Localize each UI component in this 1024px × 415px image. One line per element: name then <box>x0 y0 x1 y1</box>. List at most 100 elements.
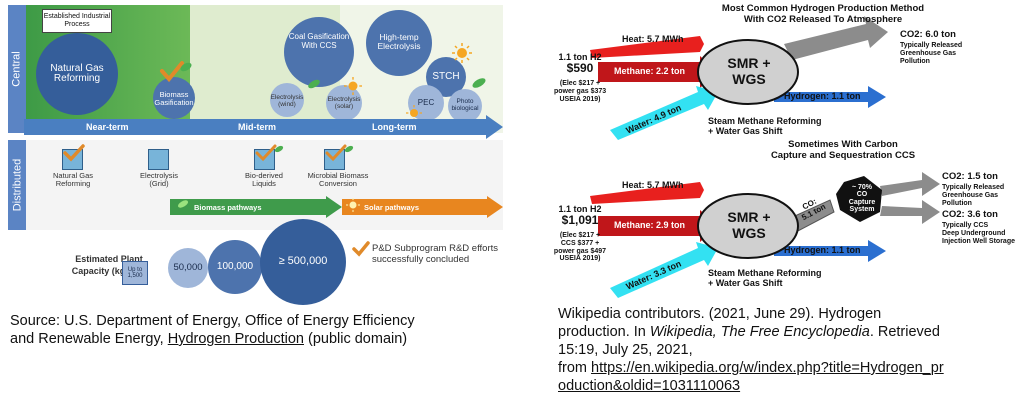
electrolysis-grid-square <box>148 149 169 170</box>
top-cost-label: 1.1 ton H2 $590 <box>558 52 602 76</box>
top-co2-note: Typically Released Greenhouse Gas Pollut… <box>900 42 963 65</box>
top-co2-label: CO2: 6.0 ton <box>900 29 956 40</box>
coal-gasification-label: Coal Gasification With CCS <box>288 32 350 50</box>
checkmark-leaf-icon <box>255 144 284 162</box>
solar-pathways-label: Solar pathways <box>364 203 420 212</box>
right-caption-line2-post: . Retrieved <box>869 324 940 340</box>
sun-icon <box>452 43 472 63</box>
heat-arrow-top <box>590 36 704 58</box>
checkmark-leaf-icon <box>160 61 192 83</box>
bottom-methane-label: Methane: 2.9 ton <box>614 220 686 230</box>
left-caption: Source: U.S. Department of Energy, Offic… <box>10 312 510 348</box>
bottom-hydrogen-label: Hydrogen: 1.1 ton <box>784 245 861 255</box>
right-caption-line1: Wikipedia contributors. (2021, June 29).… <box>558 306 882 322</box>
top-methane-label: Methane: 2.2 ton <box>614 66 686 76</box>
reactor-bottom <box>697 193 799 259</box>
bottom-heat-label: Heat: 5.7 MWh <box>622 180 684 190</box>
electrolysis-grid-label: Electrolysis (Grid) <box>140 171 178 189</box>
dist-ng-reforming-label: Natural Gas Reforming <box>52 171 94 189</box>
wikipedia-smr-figure: Most Common Hydrogen Production Method W… <box>548 0 1024 300</box>
methane-arrow-top <box>598 56 718 88</box>
co2-stored-arrow <box>880 200 940 224</box>
top-cost-note: (Elec $217 + power gas $373 USEIA 2019) <box>554 80 607 103</box>
water-arrow-top <box>610 86 718 140</box>
co2-released-note: Typically Released Greenhouse Gas Pollut… <box>942 184 1005 207</box>
top-hydrogen-label: Hydrogen: 1.1 ton <box>784 91 861 101</box>
smr-diagram-arrows <box>590 16 940 298</box>
bio-liquids-label: Bio-derived Liquids <box>245 171 283 189</box>
distributed-side-label: Distributed <box>8 140 26 230</box>
methane-arrow-bottom <box>598 210 718 242</box>
high-temp-electrolysis-label: High-temp Electrolysis <box>377 32 421 52</box>
sun-icon <box>344 77 362 95</box>
mid-title: Sometimes With Carbon Capture and Seques… <box>770 139 916 161</box>
natural-gas-reforming-circle: Natural Gas Reforming <box>36 33 118 115</box>
co2-stored-note: Typically CCS Deep Underground Injection… <box>942 222 1015 245</box>
co2-stored-label: CO2: 3.6 ton <box>942 209 998 220</box>
biomass-pathway-arrow <box>170 196 342 218</box>
top-reactor-label: SMR + WGS <box>727 55 771 87</box>
capacity-size-1: Up to 1,500 <box>122 261 148 285</box>
capacity-size-4: ≥ 500,000 <box>260 219 346 305</box>
near-term-label: Near-term <box>86 122 129 132</box>
capacity-size-2: 50,000 <box>168 248 208 288</box>
timeline-arrow <box>24 115 503 139</box>
co2-arrow-top <box>784 16 888 60</box>
top-heat-label: Heat: 5.7 MWh <box>622 34 684 44</box>
solar-pathway-arrow <box>342 196 503 218</box>
left-caption-line2-post: (public domain) <box>303 331 408 347</box>
wikipedia-url-link[interactable]: https://en.wikipedia.org/w/index.php?tit… <box>591 360 944 376</box>
leaf-icon <box>308 79 320 89</box>
coal-gasification-circle <box>284 17 354 87</box>
bottom-cost-label: 1.1 ton H2 $1,091 <box>558 204 602 228</box>
water-arrow-bottom <box>610 242 718 298</box>
left-caption-line1: Source: U.S. Department of Energy, Offic… <box>10 313 415 329</box>
photo-biological-label: Photo biological <box>451 98 479 112</box>
bottom-cost-note: (Elec $217 + CCS $377 + power gas $497 U… <box>553 232 607 263</box>
biomass-pathways-label: Biomass pathways <box>194 203 262 212</box>
co2-released-label: CO2: 1.5 ton <box>942 171 998 182</box>
capture-system-label: ~ 70% CO Capture System <box>848 184 876 214</box>
reactor-top <box>697 39 799 105</box>
checkmark-leaf-icon <box>325 144 354 162</box>
left-caption-line2-pre: and Renewable Energy, <box>10 331 168 347</box>
checkmark-icon <box>63 144 85 162</box>
leaf-icon <box>177 200 189 208</box>
hydrogen-production-link[interactable]: Hydrogen Production <box>167 331 304 347</box>
electrolysis-wind-circle <box>270 83 304 117</box>
photo-biological-circle: Photo biological <box>448 89 482 123</box>
sun-icon <box>346 198 360 212</box>
wikipedia-url-link-cont[interactable]: oduction&oldid=1031110063 <box>558 378 741 394</box>
right-caption-line2-pre: production. In <box>558 324 650 340</box>
electrolysis-wind-label: Electrolysis (wind) <box>270 94 304 109</box>
check-note-label: P&D Subprogram R&D efforts successfully … <box>372 243 499 266</box>
hydrogen-arrow-bottom <box>774 240 886 262</box>
established-process-box: Established Industrial Process <box>42 9 112 33</box>
electrolysis-solar-circle <box>326 85 362 121</box>
right-caption-line4-pre: from <box>558 360 592 376</box>
biomass-gasification-circle <box>153 77 195 119</box>
leaf-icon <box>472 78 486 88</box>
pec-label: PEC <box>417 97 435 107</box>
right-caption: Wikipedia contributors. (2021, June 29).… <box>558 305 1020 395</box>
doe-hydrogen-pathways-figure: Central Established Industrial Process N… <box>8 5 503 305</box>
bottom-reactor-label: SMR + WGS <box>727 209 771 241</box>
natural-gas-reforming-label: Natural Gas Reforming <box>50 62 104 84</box>
established-label: Established Industrial Process <box>43 13 111 28</box>
co2-released-arrow <box>880 172 940 196</box>
heat-arrow-bottom <box>590 182 704 204</box>
capacity-legend-label: Estimated Plant Capacity (kg/day) <box>71 254 147 277</box>
capture-system-shape <box>836 176 882 222</box>
checkmark-icon <box>352 241 370 257</box>
hydrogen-arrow-top <box>774 86 886 108</box>
microbial-biomass-label: Microbial Biomass Conversion <box>307 171 369 189</box>
long-term-label: Long-term <box>372 122 417 132</box>
electrolysis-solar-label: Electrolysis (solar) <box>327 96 361 111</box>
central-side-label: Central <box>8 5 26 133</box>
right-caption-italic: Wikipedia, The Free Encyclopedia <box>649 324 870 340</box>
mid-term-label: Mid-term <box>238 122 276 132</box>
stch-label: STCH <box>432 70 460 82</box>
top-title: Most Common Hydrogen Production Method W… <box>721 3 925 25</box>
biomass-gasification-label: Biomass Gasification <box>154 90 194 108</box>
bottom-process-label: Steam Methane Reforming + Water Gas Shif… <box>708 268 822 289</box>
